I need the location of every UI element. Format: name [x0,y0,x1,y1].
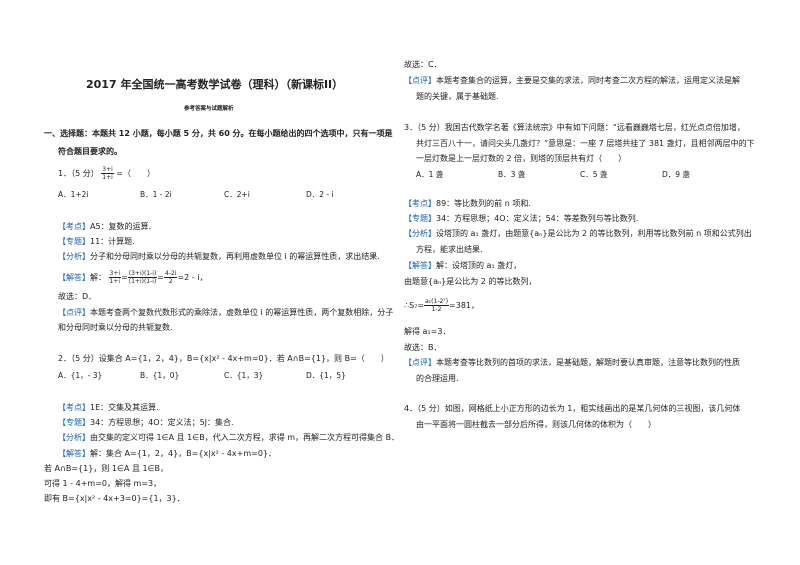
page-subtitle: 参考答案与试题解析 [184,106,234,112]
q3-stem-line2: 共灯三百八十一，请问尖头几盏灯？”意思是：一座 7 层塔共挂了 381 盏灯，且… [416,139,755,148]
q1-stem-suffix: =（ ） [116,169,156,178]
q2-jieda-line4: 即有 B={x|x² - 4x+3=0}={1，3}． [44,494,185,503]
q2-fenxi: 【分析】由交集的定义可得 1∈A 且 1∈B，代入二次方程，求得 m，再解二次方… [58,433,400,442]
q3-jieda-line2: 由题意{aₙ}是公比为 2 的等比数列， [404,277,537,286]
q1-jieda-frac2: (3+i)(1-i)(1+i)(1-i) [127,270,158,285]
q2-jieda-line1: 【解答】解：集合 A={1，2，4}，B={x|x² - 4x+m=0}． [58,449,276,458]
q3-jieda-line4: 解得 a₁=3． [404,327,451,336]
q3-option-b: B．3 盏 [498,170,526,179]
q1-answer: 故选：D． [58,292,97,301]
q2-stem: 2．（5 分）设集合 A={1，2，4}，B={x|x² - 4x+m=0}．若… [58,354,389,363]
q1-option-a: A．1+2i [58,190,89,199]
q3-stem-line3: 一层灯数是上一层灯数的 2 倍，则塔的顶层共有灯（ ） [416,154,627,163]
q1-dianping-line2: 和分母同时乘以分母的共轭复数. [58,323,173,332]
q4-stem-line2: 由一平面将一圆柱截去一部分后所得，则该几何体的体积为（ ） [416,420,656,429]
q3-dianping-line2: 的合理运用. [416,374,459,383]
q3-fenxi-line1: 【分析】设塔顶的 a₁ 盏灯，由题意{aₙ}是公比为 2 的等比数列，利用等比数… [404,229,752,238]
q2-answer: 故选：C． [404,60,442,69]
q2-option-b: B．{1，0} [140,371,180,380]
q1-zhuanti: 【专题】11：计算题. [58,237,135,246]
q3-option-c: C．5 盏 [580,170,608,179]
q3-kaodian: 【考点】89：等比数列的前 n 项和. [404,199,531,208]
q3-option-a: A．1 盏 [416,170,444,179]
q2-kaodian: 【考点】1E：交集及其运算. [58,403,159,412]
q3-s7-fraction: a₁(1-2⁷)1-2 [424,298,450,313]
page-title: 2017 年全国统一高考数学试卷（理科）（新课标II） [86,78,344,91]
q3-dianping-line1: 【点评】本题考查等比数列的首项的求法，是基础题，解题时要认真审题，注意等比数列的… [404,358,740,367]
q2-option-c: C．{1，3} [224,371,264,380]
q2-zhuanti: 【专题】34：方程思想；4O：定义法；5J：集合. [58,418,234,427]
q2-jieda-line3: 可得 1 - 4+m=0，解得 m=3， [44,479,162,488]
section-heading-line1: 一、选择题：本题共 12 小题，每小题 5 分，共 60 分。在每小题给出的四个… [44,129,393,138]
q3-stem-line1: 3．（5 分）我国古代数学名著《算法统宗》中有如下问题：“远看巍巍塔七层，红光点… [404,123,745,132]
q3-zhuanti: 【专题】34：方程思想；4O：定义法；54：等差数列与等比数列. [404,214,639,223]
q1-kaodian: 【考点】A5：复数的运算. [58,222,152,231]
q1-fenxi: 【分析】分子和分母同时乘以分母的共轭复数，再利用虚数单位 i 的幂运算性质，求出… [58,252,380,261]
section-heading-line2: 符合题目要求的。 [58,147,122,156]
q3-fenxi-line2: 方程，能求出结果. [416,245,483,254]
q3-answer: 故选：B． [404,343,442,352]
q3-jieda-line1: 【解答】解：设塔顶的 a₁ 盏灯， [404,261,522,270]
q1-stem-prefix: 1．（5 分） [58,169,99,178]
q1-dianping-line1: 【点评】本题考查两个复数代数形式的乘除法，虚数单位 i 的幂运算性质，两个复数相… [58,308,394,317]
q2-jieda-line2: 若 A∩B={1}，则 1∈A 且 1∈B， [44,464,169,473]
q1-option-b: B．1 - 2i [140,190,172,199]
q1-option-c: C．2+i [224,190,250,199]
q1-option-d: D．2 - i [306,190,334,199]
q2-option-a: A．{1，- 3} [58,371,103,380]
q2-dianping-line1: 【点评】本题考查集合的运算，主要是交集的求法，同时考查二次方程的解法，运用定义法… [404,76,740,85]
q4-stem-line1: 4．（5 分）如图，网格纸上小正方形的边长为 1，粗实线画出的是某几何体的三视图… [404,404,741,413]
q3-jieda-s7: ∴S₇=a₁(1-2⁷)1-2=381， [404,298,480,313]
q2-dianping-line2: 题的关键，属于基础题. [416,92,499,101]
q2-option-d: D．{1，5} [306,371,346,380]
q3-option-d: D．9 盏 [662,170,690,179]
